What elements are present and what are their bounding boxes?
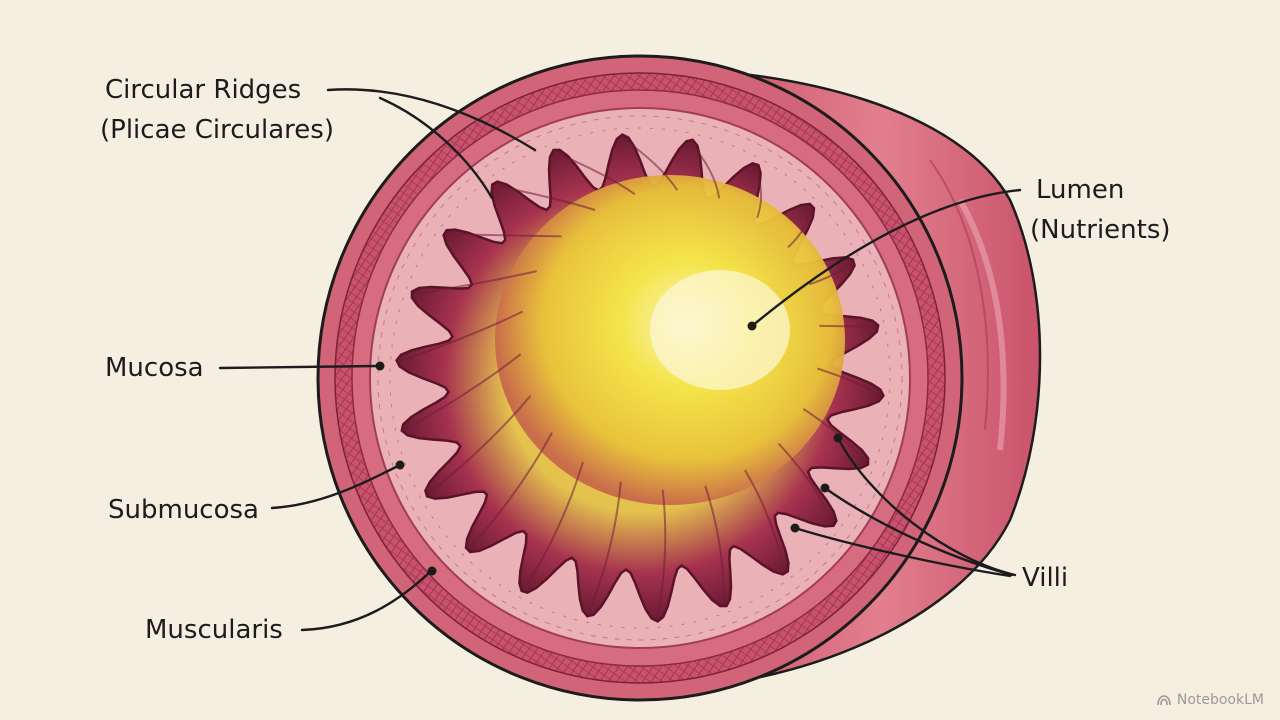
fold-ridge bbox=[816, 367, 880, 396]
leader-villi-c bbox=[793, 526, 1012, 578]
fold-ridge bbox=[819, 324, 875, 328]
fold-ridge bbox=[704, 485, 725, 603]
fold-ridge bbox=[555, 152, 636, 196]
villi-dot-c bbox=[790, 523, 800, 533]
muscularis-dot bbox=[427, 566, 437, 576]
label-lumen: Lumen bbox=[1036, 175, 1124, 205]
fold-ridge bbox=[496, 184, 596, 211]
lumen-region bbox=[495, 175, 845, 505]
fold-ridge bbox=[414, 270, 537, 296]
watermark-text: NotebookLM bbox=[1176, 692, 1264, 708]
fold-ridge bbox=[469, 432, 553, 549]
label-muscularis: Muscularis bbox=[145, 615, 283, 645]
leader-mucosa bbox=[218, 364, 380, 370]
submucosa-dot bbox=[395, 460, 405, 470]
fold-ridge bbox=[808, 262, 852, 286]
leader-circular-ridges-b bbox=[378, 96, 494, 200]
leader-circular-ridges-a bbox=[326, 88, 537, 152]
fold-ridge bbox=[524, 461, 584, 590]
label-mucosa: Mucosa bbox=[105, 353, 204, 383]
leader-submucosa bbox=[270, 464, 400, 510]
leader-muscularis bbox=[300, 570, 432, 632]
fold-ridge bbox=[447, 233, 562, 238]
label-submucosa: Submucosa bbox=[108, 495, 259, 525]
fold-ridge bbox=[400, 310, 524, 362]
fold-ridge bbox=[754, 166, 763, 219]
label-villi: Villi bbox=[1022, 563, 1068, 593]
watermark: NotebookLM bbox=[1156, 692, 1264, 708]
labels: Circular Ridges (Plicae Circulares) Lume… bbox=[100, 75, 1171, 645]
leader-lines bbox=[218, 88, 1022, 632]
mucosa-dot bbox=[375, 361, 385, 371]
fold-ridge bbox=[428, 394, 532, 494]
fold-ridge bbox=[622, 137, 679, 191]
fold-ridge bbox=[777, 442, 834, 523]
fold-ridge bbox=[588, 481, 622, 613]
label-nutrients: (Nutrients) bbox=[1030, 215, 1171, 245]
leader-villi-b bbox=[823, 486, 1014, 577]
villi-dot-a bbox=[833, 433, 843, 443]
notebooklm-logo-icon bbox=[1157, 695, 1171, 706]
fold-ridge bbox=[656, 489, 667, 618]
fold-ridge bbox=[787, 208, 811, 249]
leader-lumen bbox=[750, 188, 1022, 328]
fold-ridge bbox=[405, 353, 522, 430]
label-plicae-circulares: (Plicae Circulares) bbox=[100, 115, 334, 145]
label-circular-ridges: Circular Ridges bbox=[105, 75, 301, 105]
villi-dot-b bbox=[820, 483, 830, 493]
circular-ridges-folds bbox=[400, 137, 880, 618]
fold-ridge bbox=[690, 142, 721, 199]
lumen-dot bbox=[747, 321, 757, 331]
fold-ridge bbox=[744, 469, 785, 571]
